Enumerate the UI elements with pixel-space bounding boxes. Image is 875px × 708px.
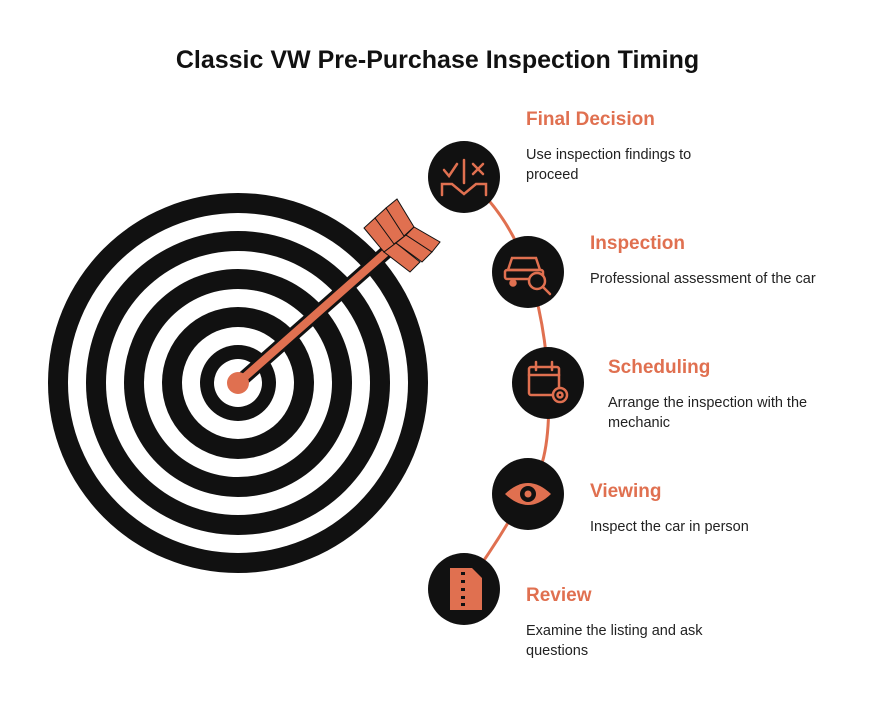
- document-zipper-icon: [428, 553, 500, 625]
- step-description: Examine the listing and ask questions: [526, 623, 703, 659]
- arrow-icon: [227, 198, 441, 394]
- step-title: Final Decision: [526, 109, 655, 130]
- step-scheduling: Scheduling Arrange the inspection with t…: [608, 357, 838, 433]
- step-inspection: Inspection Professional assessment of th…: [590, 233, 820, 289]
- eye-icon: [492, 458, 564, 530]
- step-description: Inspect the car in person: [590, 519, 749, 535]
- step-review: Review Examine the listing and ask quest…: [526, 585, 746, 661]
- decision-checklist-icon: [428, 141, 500, 213]
- calendar-gear-icon: [512, 347, 584, 419]
- step-viewing: Viewing Inspect the car in person: [590, 481, 820, 537]
- timeline-connector: [463, 175, 551, 588]
- diagram-title: Classic VW Pre-Purchase Inspection Timin…: [175, 46, 700, 74]
- step-title: Scheduling: [608, 357, 711, 378]
- step-title: Review: [526, 585, 592, 606]
- step-title: Viewing: [590, 481, 662, 502]
- step-final-decision: Final Decision Use inspection findings t…: [526, 109, 746, 185]
- step-description: Use inspection findings to proceed: [526, 147, 692, 183]
- step-title: Inspection: [590, 233, 686, 254]
- car-search-icon: [492, 236, 564, 308]
- step-description: Professional assessment of the car: [590, 271, 816, 287]
- step-description: Arrange the inspection with the mechanic: [608, 395, 808, 431]
